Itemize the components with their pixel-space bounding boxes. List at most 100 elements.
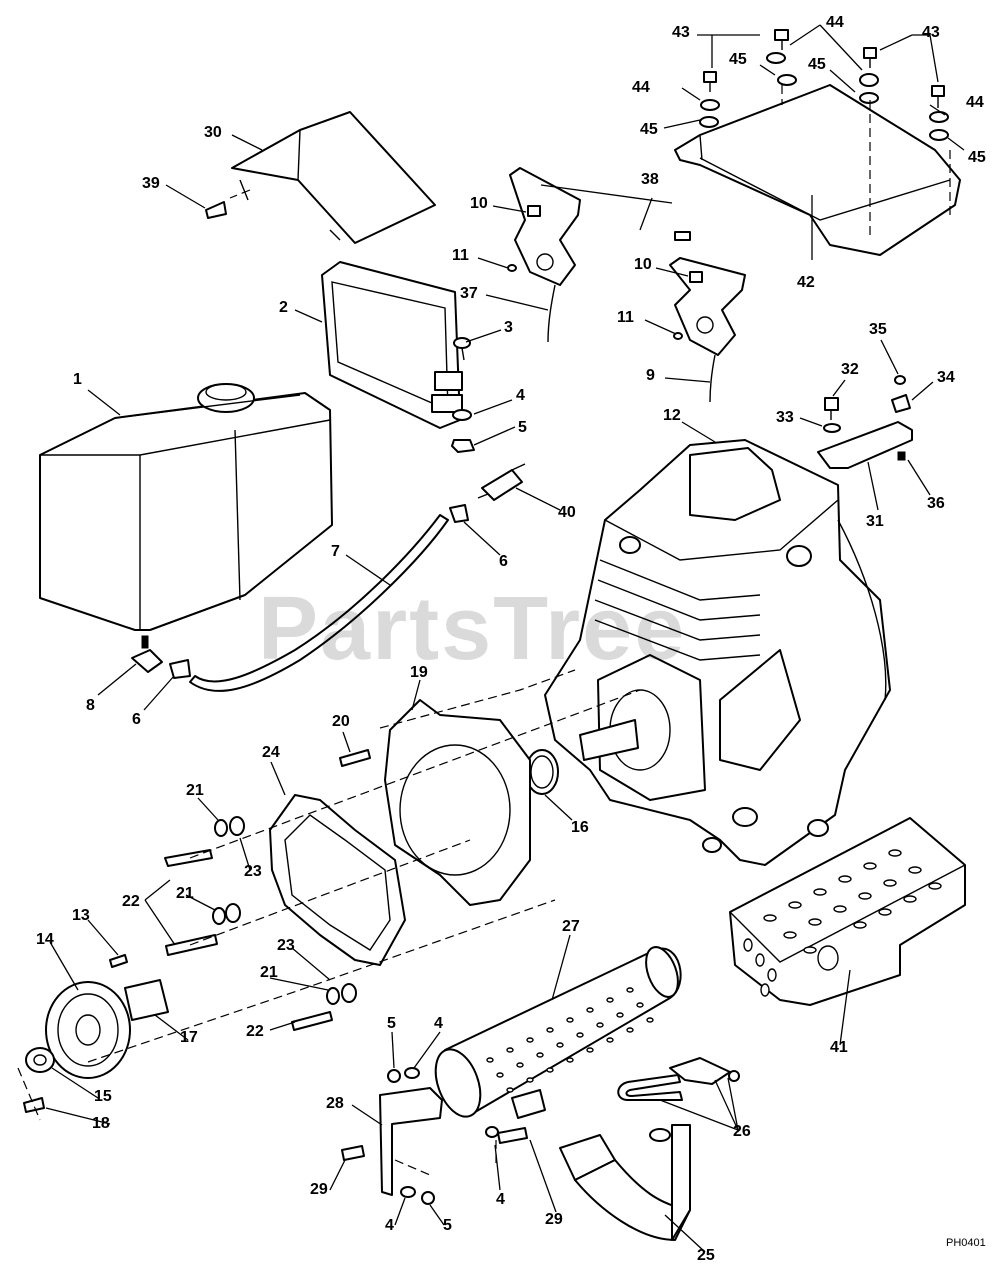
callout-39: 39 (142, 175, 160, 192)
engine (544, 439, 891, 866)
callout-43-right: 43 (922, 24, 940, 41)
callout-16: 16 (571, 819, 589, 836)
nut-5-lower (421, 1191, 435, 1205)
callout-20: 20 (332, 713, 350, 730)
callout-34: 34 (937, 369, 955, 386)
callout-45-top: 45 (729, 51, 747, 68)
callout-25: 25 (697, 1247, 715, 1264)
screw-35 (894, 375, 906, 385)
callout-44-top: 44 (826, 14, 844, 31)
callout-4-right: 4 (496, 1191, 505, 1208)
callout-37: 37 (460, 285, 478, 302)
callout-17: 17 (180, 1029, 198, 1046)
callout-8: 8 (86, 697, 95, 714)
washer-4-lower (400, 1186, 416, 1198)
callout-42: 42 (797, 274, 815, 291)
shroud-panel (674, 84, 961, 256)
callout-21-b: 21 (176, 885, 194, 902)
bolt-20 (339, 749, 371, 767)
washer-4 (452, 409, 472, 421)
bolt-22-a (164, 849, 213, 867)
nut-5-bracket (387, 1069, 401, 1083)
callout-44-right: 44 (966, 94, 984, 111)
callout-5-bracket: 5 (387, 1015, 396, 1032)
nut-36 (897, 451, 906, 461)
callout-24: 24 (262, 744, 280, 761)
adapter-plate (384, 699, 531, 906)
screw-10-left (527, 205, 541, 217)
clip-34 (891, 394, 911, 413)
callout-15: 15 (94, 1088, 112, 1105)
callout-1: 1 (73, 371, 82, 388)
callout-30: 30 (204, 124, 222, 141)
washer-33 (823, 423, 841, 433)
cable-9 (709, 354, 716, 403)
nut-5 (451, 439, 475, 453)
tank-strap (321, 261, 463, 429)
fuel-fitting-8 (131, 635, 163, 673)
callout-5-upper: 5 (518, 419, 527, 436)
diagram-code: PH0401 (946, 1237, 986, 1249)
screw-11-right (673, 332, 683, 340)
washer-21-c (326, 987, 340, 1005)
callout-41: 41 (830, 1039, 848, 1056)
fuel-line (189, 514, 449, 692)
bushing-17 (124, 979, 169, 1021)
bolt-22-c (291, 1011, 333, 1031)
bolt-18 (23, 1097, 45, 1113)
callout-22-a: 22 (122, 893, 140, 910)
callout-4-upper: 4 (516, 387, 525, 404)
bracket-31 (817, 421, 913, 469)
heat-shield (729, 817, 966, 1006)
callout-13: 13 (72, 907, 90, 924)
callout-14: 14 (36, 931, 54, 948)
callout-22-c: 22 (246, 1023, 264, 1040)
callout-21-a: 21 (186, 782, 204, 799)
callout-7: 7 (331, 543, 340, 560)
callout-12: 12 (663, 407, 681, 424)
washer-45-mid (859, 92, 879, 104)
washer-23-c (341, 983, 357, 1003)
callout-9: 9 (646, 367, 655, 384)
callout-40: 40 (558, 504, 576, 521)
callout-43-left: 43 (672, 24, 690, 41)
alignment-lines (17, 85, 951, 1176)
screw-43-left (703, 71, 717, 92)
link-38 (674, 231, 691, 241)
callout-33: 33 (776, 409, 794, 426)
bolt-3 (453, 337, 471, 361)
washer-23-a (229, 816, 245, 836)
top-cover (205, 111, 436, 244)
callout-45-mid: 45 (808, 56, 826, 73)
hub-15 (25, 1047, 55, 1073)
bolt-32 (824, 397, 839, 420)
muffler (434, 946, 682, 1119)
screw-43-right (931, 85, 945, 108)
washer-44-right (929, 111, 949, 123)
callout-45-right: 45 (968, 149, 986, 166)
washer-45-right (929, 129, 949, 141)
watermark-text: PartsTree (258, 579, 687, 679)
callout-18: 18 (92, 1115, 110, 1132)
callout-31: 31 (866, 513, 884, 530)
screw-10-right (689, 271, 703, 283)
callout-10-right: 10 (634, 256, 652, 273)
screw-11-left (507, 264, 517, 272)
callout-35: 35 (869, 321, 887, 338)
callout-27: 27 (562, 918, 580, 935)
callout-36: 36 (927, 495, 945, 512)
washer-44-top (766, 52, 786, 64)
washer-4-right (485, 1126, 499, 1138)
callout-32: 32 (841, 361, 859, 378)
cable-37 (547, 284, 556, 343)
washer-45-left (699, 116, 719, 128)
screw-43-mid (863, 47, 877, 68)
exhaust-pipe (559, 1124, 691, 1241)
callout-6-upper: 6 (499, 553, 508, 570)
gasket (269, 794, 406, 966)
callout-29-left: 29 (310, 1181, 328, 1198)
washer-44-mid (859, 73, 879, 87)
leader-lines (45, 24, 965, 1253)
bolt-29-left (341, 1145, 365, 1161)
